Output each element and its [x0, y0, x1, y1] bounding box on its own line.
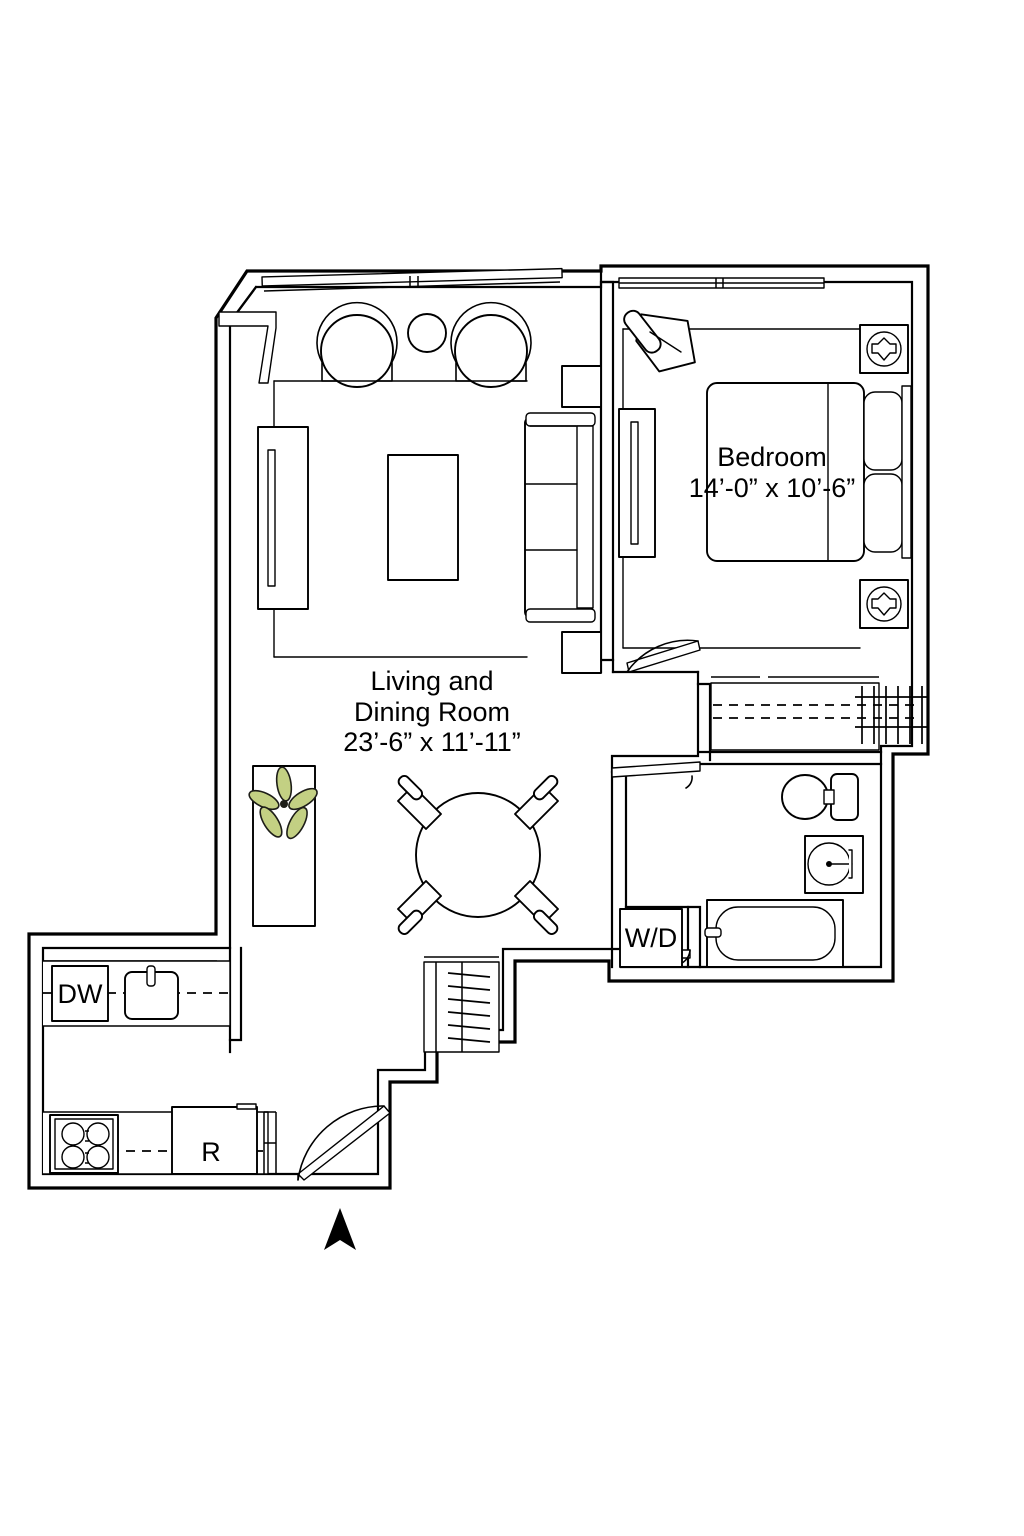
angled-corner-wall [214, 269, 277, 384]
cooktop [49, 1114, 119, 1174]
area-rug [387, 454, 459, 581]
washer-dryer: W/D [619, 908, 683, 968]
lounge-chair-right [450, 301, 532, 388]
potted-plant [248, 765, 318, 927]
bedroom-label: Bedroom [717, 442, 827, 472]
kitchen: DW R [42, 960, 277, 1175]
side-table-round [407, 313, 447, 353]
dining-chair-se [514, 880, 559, 936]
kitchen-sink [124, 965, 179, 1020]
plant-leaves [248, 766, 318, 840]
living-room-window-north [261, 267, 563, 292]
bathroom-toilet [781, 773, 859, 821]
refrigerator-label: R [201, 1137, 221, 1167]
dresser [618, 408, 656, 558]
entry-door [297, 1105, 391, 1181]
dining-chair-sw [397, 880, 442, 936]
bedroom-window-north [618, 277, 825, 289]
living-room-furniture [248, 301, 602, 936]
lounge-chair-left [316, 301, 398, 388]
refrigerator: R [171, 1103, 277, 1175]
dining-chair-nw [397, 774, 442, 830]
dining-table-round [397, 774, 559, 936]
living-dining-label-line2: Dining Room [354, 697, 510, 727]
dishwasher: DW [51, 965, 109, 1022]
bathtub [704, 899, 844, 968]
dishwasher-label: DW [58, 979, 103, 1009]
hall-closet [710, 676, 928, 751]
entry-closet [423, 956, 500, 1053]
bed-queen [706, 382, 912, 562]
dining-chair-ne [514, 774, 559, 830]
end-table-upper [561, 365, 602, 408]
armchair [623, 309, 696, 373]
bathroom-vanity-sink [804, 835, 864, 894]
sofa [524, 412, 596, 623]
washer-dryer-label: W/D [625, 923, 677, 953]
living-dining-dimensions: 23’-6” x 11’-11” [343, 727, 521, 757]
console-cabinet [257, 426, 309, 610]
bedroom-furniture [618, 309, 912, 673]
bedroom-dimensions: 14’-0” x 10’-6” [689, 473, 856, 503]
nightstand-lamp-top [859, 324, 909, 374]
bedroom-door [626, 639, 701, 673]
hall-door [611, 761, 701, 789]
north-arrow [324, 1208, 356, 1250]
end-table-lower [561, 631, 602, 674]
room-labels: Living and Dining Room 23’-6” x 11’-11” … [343, 442, 855, 757]
hanger-marks-entry [447, 972, 491, 1043]
hanger-marks [855, 686, 928, 744]
nightstand-lamp-bottom [859, 579, 909, 629]
living-dining-label-line1: Living and [370, 666, 493, 696]
